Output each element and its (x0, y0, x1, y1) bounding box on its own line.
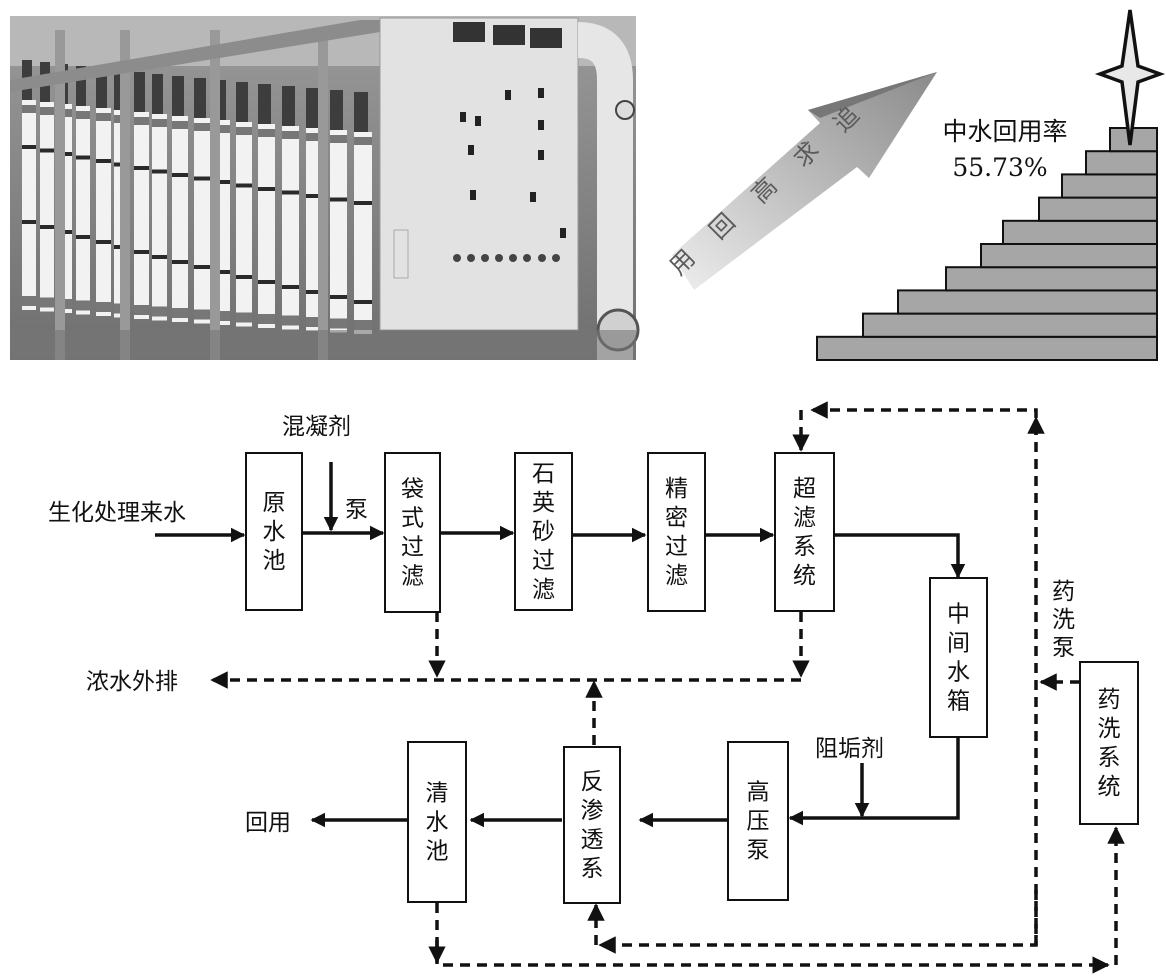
unit-label-char: 英 (532, 490, 555, 516)
membrane-tube (354, 132, 372, 334)
control-cabinet (379, 17, 579, 331)
unit-label-char: 过 (401, 535, 424, 561)
unit-raw: 原水池 (245, 452, 303, 611)
unit-label-char: 清 (426, 781, 449, 807)
membrane-tube (76, 106, 90, 315)
stair-step (816, 335, 1158, 361)
stair-step (945, 266, 1158, 292)
unit-label-char: 密 (665, 505, 688, 531)
unit-label-char: 滤 (532, 577, 555, 603)
unit-label-char: 池 (263, 548, 286, 574)
unit-label-char: 箱 (947, 689, 970, 715)
svg-text:洗: 洗 (1052, 607, 1075, 633)
membrane-tube (96, 108, 111, 316)
unit-label-char: 系 (793, 534, 816, 560)
unit-clear: 清水池 (407, 741, 467, 903)
membrane-tube (152, 114, 167, 321)
unit-label-char: 滤 (665, 563, 688, 589)
stair-step (1038, 196, 1158, 222)
unit-label-char: 洗 (1098, 716, 1121, 742)
staircase (816, 127, 1158, 361)
unit-label-char: 高 (747, 780, 770, 806)
unit-label-char: 渗 (581, 798, 604, 824)
membrane-tube (134, 112, 149, 319)
membrane-tube (172, 116, 188, 322)
membrane-tube (282, 126, 299, 330)
flow-uf-to-tank (834, 533, 966, 579)
unit-label-char: 泵 (747, 838, 770, 864)
membrane-tube (330, 130, 347, 333)
flowchart: 生化处理来水 混凝剂 泵 浓水外排 阻垢剂 回用 药 洗 泵 原水池袋式过滤石英… (48, 401, 1139, 974)
flow-tank-to-hp (788, 737, 960, 826)
concentrate-discharge-label: 浓水外排 (86, 669, 178, 695)
unit-label-char: 药 (1098, 687, 1121, 713)
stair-step (1109, 127, 1158, 153)
equipment-photo (10, 16, 640, 360)
membrane-tube (194, 118, 210, 324)
unit-label-char: 原 (263, 490, 286, 516)
unit-hp: 高压泵 (727, 741, 789, 901)
reuse-rate-label: 中水回用率 (942, 117, 1067, 146)
coagulant-label: 混凝剂 (282, 414, 351, 440)
unit-label-char: 统 (1098, 774, 1121, 800)
stair-step (980, 243, 1158, 269)
unit-label-char: 透 (581, 827, 604, 853)
membrane-tube (22, 100, 36, 310)
unit-label-char: 系 (581, 856, 604, 882)
membrane-tube (258, 124, 275, 328)
rack-frame (10, 20, 380, 360)
unit-label-char: 统 (793, 563, 816, 589)
svg-text:泵: 泵 (1052, 635, 1075, 661)
svg-text:药: 药 (1052, 579, 1075, 605)
stair-step (1085, 150, 1158, 176)
source-label: 生化处理来水 (48, 500, 186, 526)
unit-label-char: 砂 (532, 519, 555, 545)
unit-label-char: 超 (793, 476, 816, 502)
unit-label-char: 系 (1098, 745, 1121, 771)
unit-label-char: 式 (401, 506, 424, 532)
unit-label-char: 石 (532, 461, 555, 487)
chem-wash-line-ro (598, 890, 1038, 954)
star-icon (1094, 9, 1166, 146)
stair-step (1002, 219, 1158, 246)
unit-label-char: 压 (747, 809, 770, 835)
unit-label-char: 反 (581, 769, 604, 795)
membrane-tube (40, 102, 54, 312)
unit-label-char: 精 (665, 476, 688, 502)
antiscalant-label: 阻垢剂 (815, 736, 884, 762)
unit-label-char: 池 (426, 839, 449, 865)
pump-label: 泵 (345, 497, 368, 523)
unit-label-char: 间 (947, 631, 970, 657)
stair-step (862, 312, 1158, 338)
wash-pump-label: 药 洗 泵 (1052, 579, 1075, 661)
unit-label-char: 滤 (401, 564, 424, 590)
chem-wash-line-uf (810, 401, 1038, 945)
stair-step (1061, 173, 1158, 199)
unit-label-char: 袋 (401, 477, 424, 503)
unit-label-char: 水 (263, 519, 286, 545)
membrane-tube (236, 122, 252, 327)
unit-label-char: 水 (947, 660, 970, 686)
clear-to-chem-return (435, 903, 1110, 974)
unit-label-char: 水 (426, 810, 449, 836)
unit-label-char: 过 (532, 548, 555, 574)
unit-label-char: 过 (665, 534, 688, 560)
reuse-label: 回用 (245, 810, 291, 836)
reuse-rate-value: 55.73% (952, 153, 1047, 182)
unit-label-char: 中 (947, 602, 970, 628)
unit-label-char: 滤 (793, 505, 816, 531)
stair-step (897, 289, 1158, 315)
